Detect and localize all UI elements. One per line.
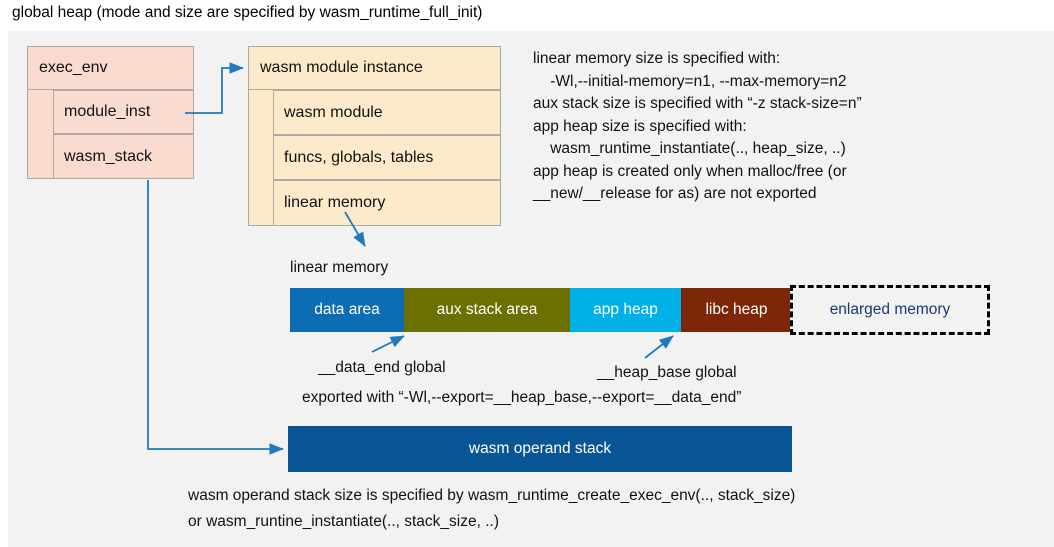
- memory-segment-data-area: data area: [290, 288, 404, 332]
- linear-memory-row-label: linear memory: [284, 194, 386, 211]
- module-instance-row-wasm-module: wasm module: [273, 90, 501, 135]
- memory-segment-app-heap: app heap: [570, 288, 681, 332]
- memory-segment-enlarged-memory-label: enlarged memory: [829, 301, 951, 318]
- memory-segment-enlarged-memory: enlarged memory: [790, 285, 990, 335]
- wasm-module-instance-header-label: wasm module instance: [260, 59, 423, 76]
- memory-segment-aux-stack-area: aux stack area: [404, 288, 570, 332]
- memory-segment-libc-heap-label: libc heap: [705, 301, 768, 318]
- exec-env-header: exec_env: [27, 46, 194, 90]
- exec-env-row-wasm-stack: wasm_stack: [53, 134, 194, 179]
- exec-env-row-module-inst: module_inst: [53, 90, 194, 134]
- memory-segment-app-heap-label: app heap: [593, 301, 658, 318]
- funcs-globals-tables-label: funcs, globals, tables: [284, 148, 434, 166]
- annotation-heap-base: __heap_base global: [597, 364, 737, 381]
- module-instance-row-linear-memory: linear memory: [273, 180, 501, 226]
- wasm-stack-label: wasm_stack: [64, 147, 153, 165]
- annotation-exported-with: exported with “-Wl,--export=__heap_base,…: [302, 389, 742, 406]
- wasm-operand-stack-bar: wasm operand stack: [288, 426, 792, 472]
- side-note-text: linear memory size is specified with: -W…: [533, 50, 862, 202]
- linear-memory-caption: linear memory: [290, 259, 389, 276]
- module-inst-label: module_inst: [64, 103, 151, 120]
- wasm-module-instance-header: wasm module instance: [248, 46, 501, 90]
- wasm-module-label: wasm module: [284, 103, 383, 121]
- diagram-title: global heap (mode and size are specified…: [12, 4, 483, 21]
- module-instance-row-funcs-globals-tables: funcs, globals, tables: [273, 135, 501, 180]
- memory-segment-aux-stack-area-label: aux stack area: [436, 301, 538, 318]
- exec-env-header-label: exec_env: [39, 59, 108, 76]
- annotation-data-end: __data_end global: [318, 359, 446, 376]
- memory-segment-libc-heap: libc heap: [681, 288, 792, 332]
- bottom-note-text: wasm operand stack size is specified by …: [188, 487, 796, 530]
- memory-segment-data-area-label: data area: [314, 301, 380, 318]
- wasm-operand-stack-label: wasm operand stack: [468, 440, 612, 457]
